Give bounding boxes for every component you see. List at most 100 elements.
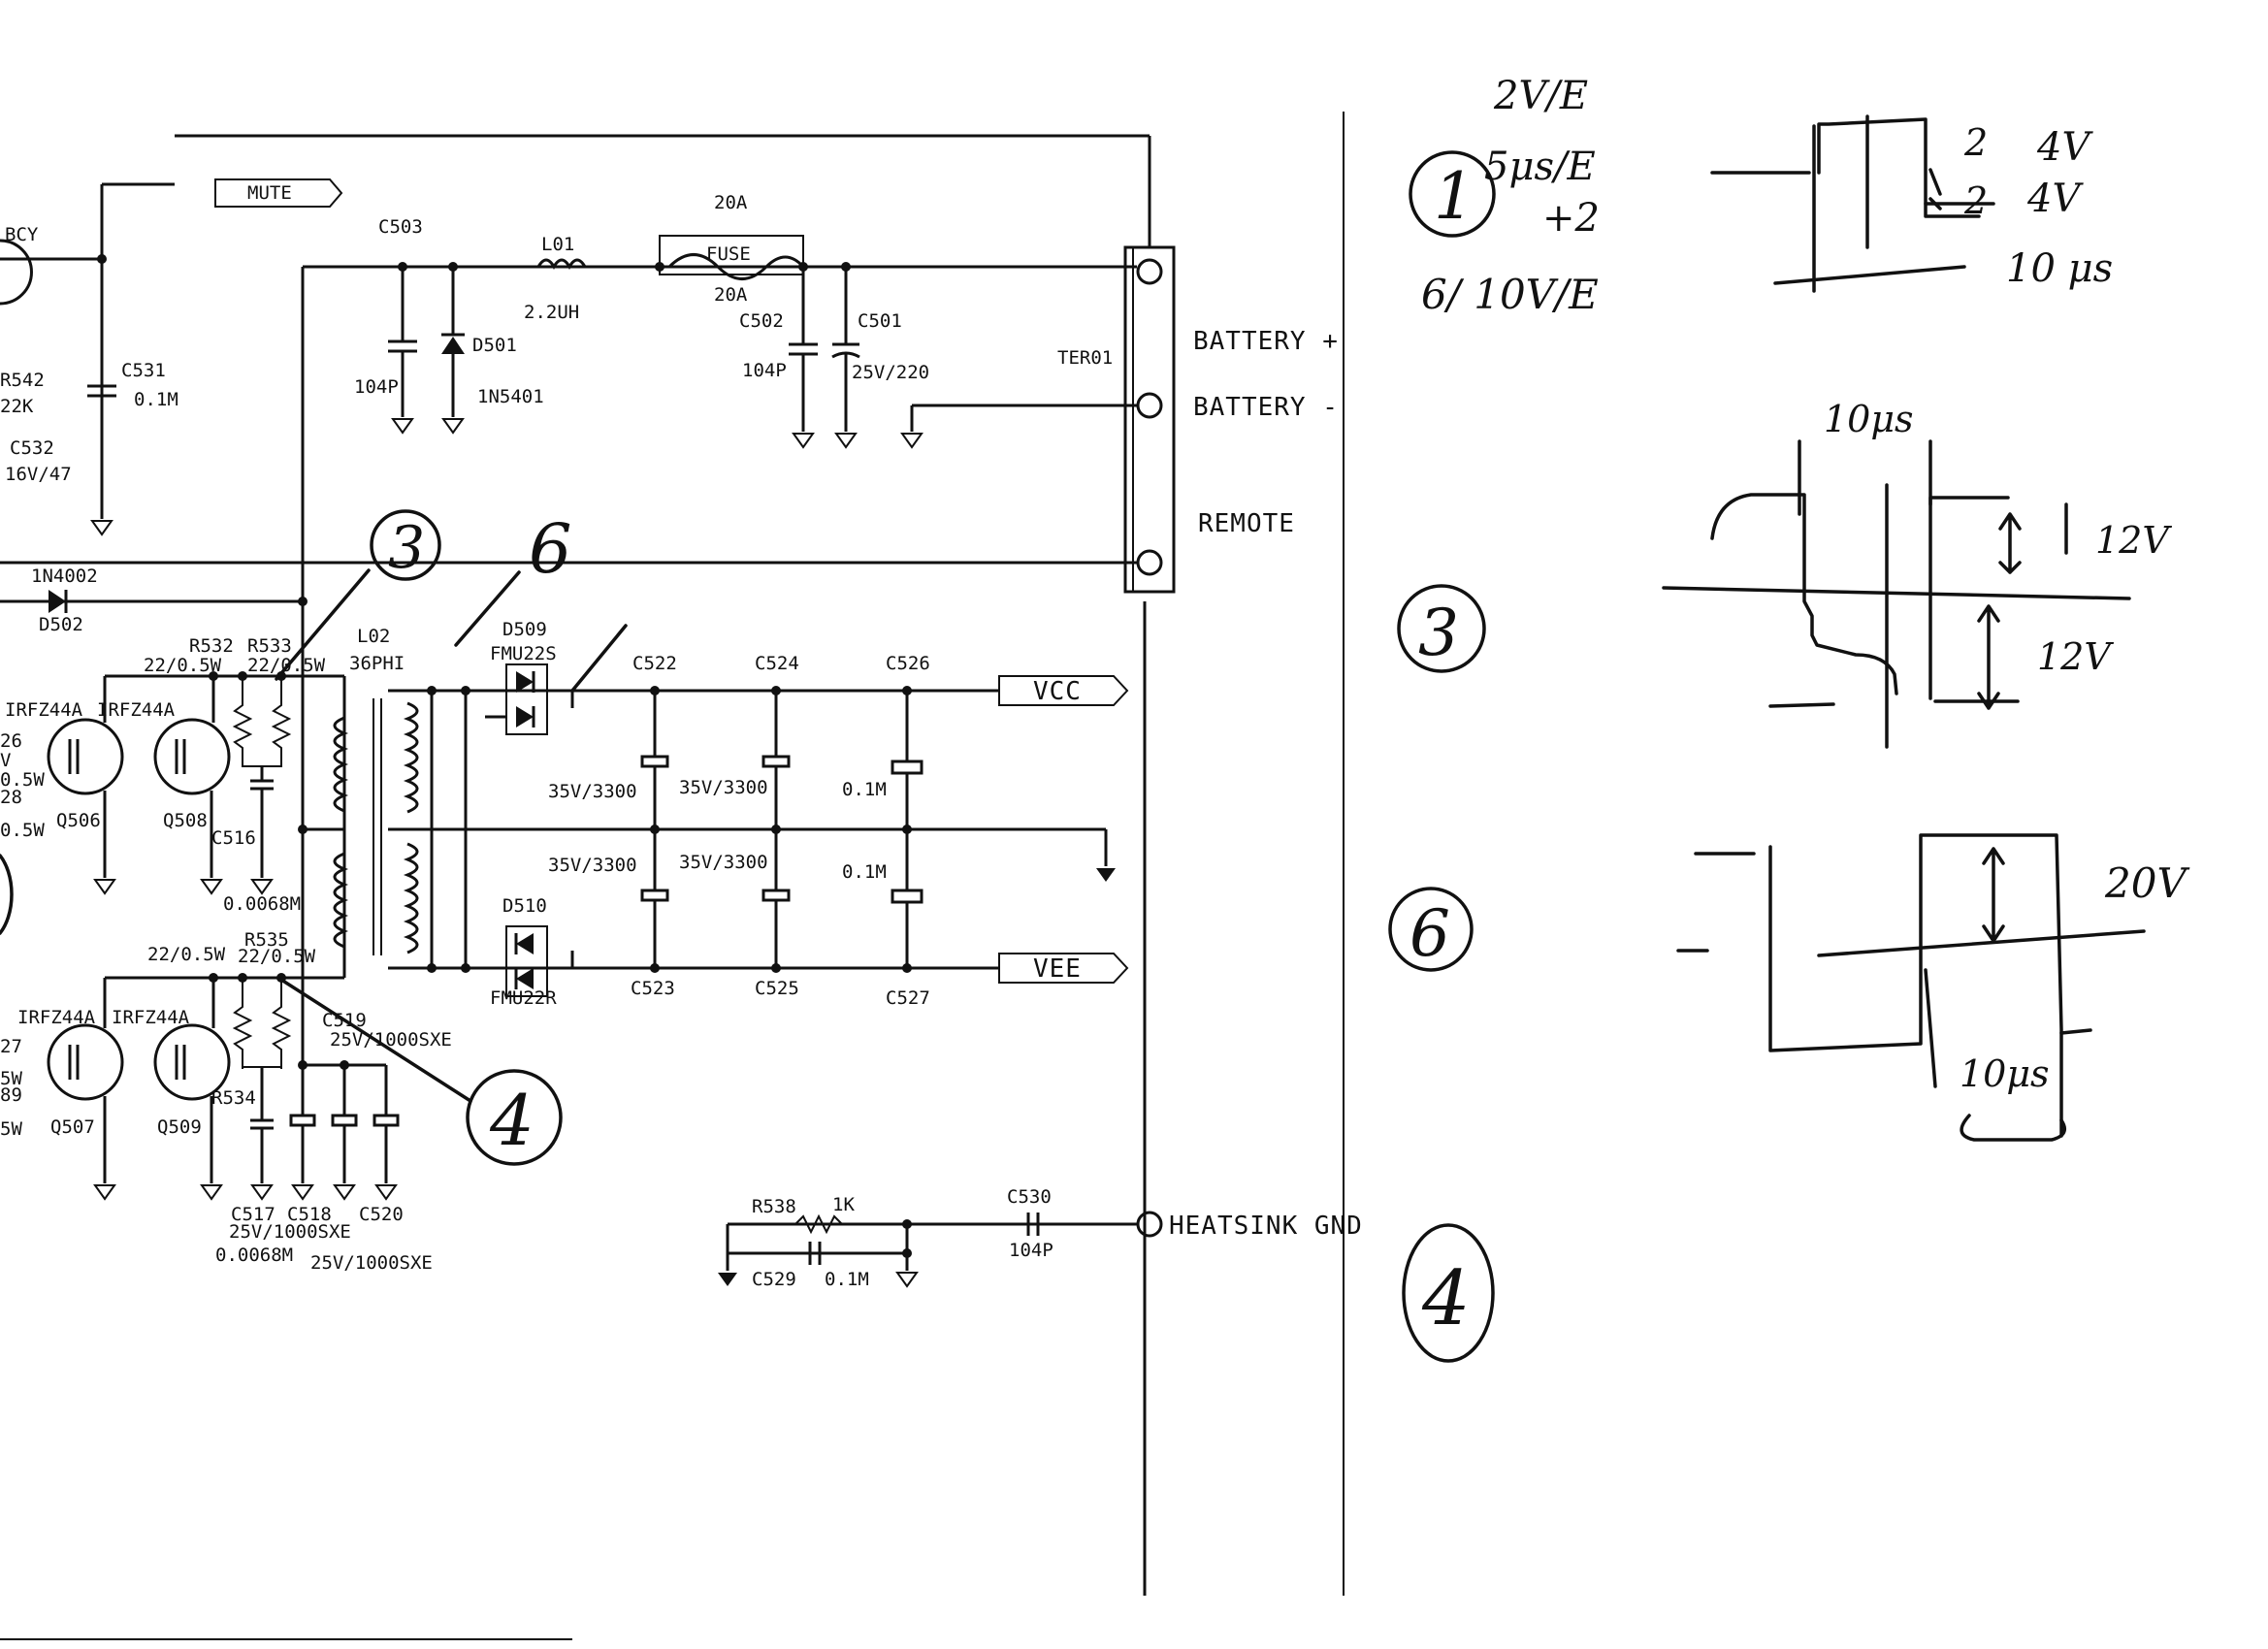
- battery-positive-rail: [301, 235, 1137, 1067]
- label-d501: D501: [472, 335, 517, 356]
- label-c517: C517: [231, 1204, 275, 1225]
- label-c529: C529: [752, 1269, 796, 1290]
- marker-6-text: 6: [1409, 896, 1450, 971]
- label-l02-value: 36PHI: [349, 653, 405, 674]
- label-fragment-v: V: [0, 750, 11, 771]
- label-r538: R538: [752, 1196, 796, 1217]
- label-c523: C523: [631, 978, 675, 999]
- label-d502: D502: [39, 614, 83, 635]
- label-fragment-89: 89: [0, 1084, 22, 1106]
- upper-mosfet-pair: [47, 671, 292, 895]
- label-fragment-27: 27: [0, 1036, 22, 1057]
- label-l01-value: 2.2UH: [524, 302, 579, 323]
- label-r542: R542: [0, 370, 45, 391]
- label-r533: R533: [247, 635, 292, 657]
- label-c529-value: 0.1M: [825, 1269, 869, 1290]
- label-d501-value: 1N5401: [477, 386, 544, 407]
- handwritten-probe-markers: 3 6 4: [0, 509, 628, 1166]
- battery-negative-and-remote: [0, 404, 1137, 565]
- label-c501-value: 25V/220: [852, 362, 929, 383]
- label-cap-35v-3: 35V/3300: [548, 855, 637, 876]
- label-q506-type: IRFZ44A: [5, 699, 83, 721]
- label-c517-value: 0.0068M: [215, 1245, 293, 1266]
- waveform-1-division-1: 2: [1963, 121, 1988, 164]
- label-c519-value: 25V/1000SXE: [330, 1029, 452, 1051]
- label-fragment-5w-4: 5W: [0, 1118, 22, 1140]
- label-mute: MUTE: [247, 182, 292, 204]
- label-c532-value: 16V/47: [5, 464, 72, 485]
- label-l02: L02: [357, 626, 390, 647]
- probe-3-text: 3: [388, 514, 425, 582]
- label-q507-type: IRFZ44A: [17, 1007, 96, 1028]
- label-r542-value: 22K: [0, 396, 34, 417]
- waveform-6: 20V 10μs: [1676, 833, 2189, 1142]
- secondary-rectifier: [427, 663, 1129, 997]
- label-remote: REMOTE: [1198, 509, 1295, 538]
- label-r534: R534: [211, 1087, 256, 1109]
- waveform-3-voltage-1: 12V: [2095, 519, 2172, 562]
- label-c520: C520: [359, 1204, 404, 1225]
- scale-note-2: 5μs/E: [1484, 145, 1596, 189]
- label-d509: D509: [502, 619, 547, 640]
- label-c503: C503: [378, 216, 423, 238]
- label-d509-type: FMU22S: [490, 643, 557, 664]
- label-c526-value: 0.1M: [842, 779, 887, 800]
- frame-lines: [0, 112, 1345, 1640]
- label-r532-value: 22/0.5W: [144, 655, 222, 676]
- label-fragment-26: 26: [0, 730, 22, 752]
- label-c503-value: 104P: [354, 376, 399, 398]
- scale-note-1: 2V/E: [1493, 74, 1588, 118]
- label-c531-value: 0.1M: [134, 389, 178, 410]
- waveform-3-period: 10μs: [1824, 398, 1914, 440]
- label-fragment-5w-3: 5W: [0, 1068, 22, 1089]
- waveform-6-period: 10μs: [1960, 1052, 2050, 1095]
- label-c530-value: 104P: [1009, 1240, 1053, 1261]
- label-c520-value: 25V/1000SXE: [310, 1252, 433, 1274]
- terminal-strip-ter01: [1123, 245, 1176, 594]
- label-r-lo-2: 22/0.5W: [238, 946, 316, 967]
- transformer-l02: [213, 674, 1116, 980]
- label-c527: C527: [886, 987, 930, 1009]
- waveform-1: 4V 4V 10 μs 2 2: [1710, 114, 2113, 293]
- waveform-1-voltage-1: 4V: [2036, 125, 2093, 170]
- waveform-3: 10μs 12V 12V: [1662, 398, 2172, 749]
- scale-note-3: +2: [1542, 196, 1600, 241]
- waveform-1-period: 10 μs: [2006, 246, 2113, 291]
- label-battery-positive: BATTERY +: [1193, 327, 1339, 356]
- waveform-6-voltage: 20V: [2104, 859, 2189, 907]
- label-cap-35v-1: 35V/3300: [548, 781, 637, 802]
- label-vcc: VCC: [1033, 677, 1082, 706]
- label-c525: C525: [755, 978, 799, 999]
- heatsink-gnd-network: [718, 1211, 1163, 1288]
- label-c502: C502: [739, 310, 784, 332]
- label-q507: Q507: [50, 1116, 95, 1138]
- label-q508-type: IRFZ44A: [97, 699, 176, 721]
- schematic-labels: MUTE BCY C503 L01 2.2UH 20A FUSE 20A C50…: [0, 182, 1362, 1290]
- label-c527-value: 0.1M: [842, 861, 887, 883]
- label-cap-35v-2: 35V/3300: [679, 777, 768, 798]
- label-fragment-05w: 0.5W: [0, 769, 45, 791]
- label-fuse: FUSE: [706, 243, 751, 265]
- label-c516: C516: [211, 827, 256, 849]
- probe-4-text: 4: [489, 1080, 535, 1161]
- waveform-3-voltage-2: 12V: [2037, 635, 2114, 678]
- label-c522: C522: [632, 653, 677, 674]
- label-c531: C531: [121, 360, 166, 381]
- label-c526: C526: [886, 653, 930, 674]
- label-d502-type: 1N4002: [31, 566, 98, 587]
- label-l01: L01: [541, 234, 574, 255]
- marker-4-text: 4: [1421, 1255, 1471, 1342]
- label-c518: C518: [287, 1204, 332, 1225]
- label-r532: R532: [189, 635, 234, 657]
- label-d510: D510: [502, 895, 547, 917]
- label-fragment-28: 28: [0, 787, 22, 808]
- label-q508: Q508: [163, 810, 208, 831]
- mute-input-area: [0, 178, 343, 613]
- label-q509: Q509: [157, 1116, 202, 1138]
- handwritten-notes: 2V/E 5μs/E +2 6/ 10V/E 1 3 6 4 4V 4V 10 …: [1388, 74, 2189, 1363]
- lower-mosfet-pair: [47, 973, 400, 1201]
- label-c530: C530: [1007, 1186, 1052, 1208]
- label-ter01: TER01: [1057, 347, 1113, 369]
- scale-note-4: 6/ 10V/E: [1421, 271, 1599, 318]
